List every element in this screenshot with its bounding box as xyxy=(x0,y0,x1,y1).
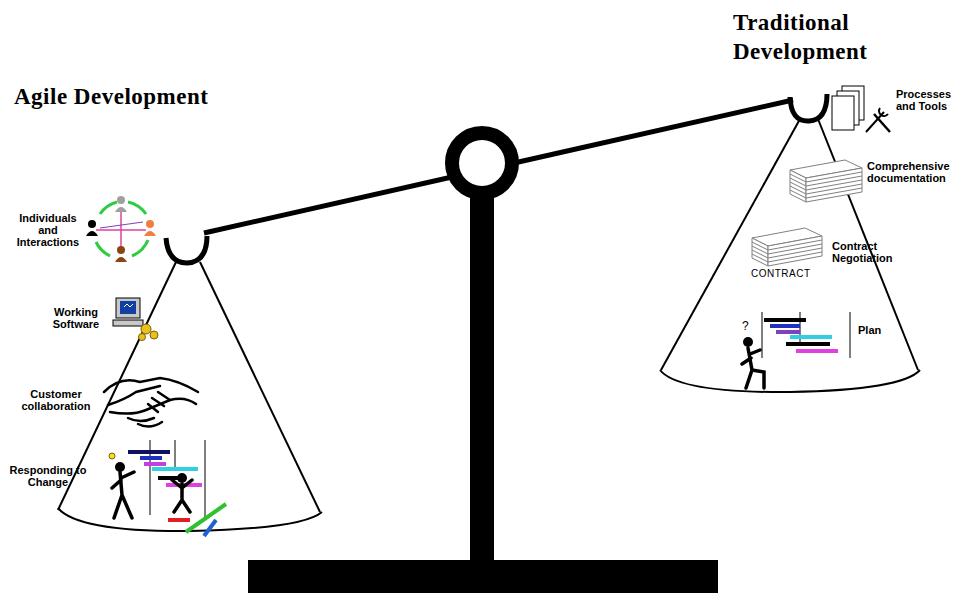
plan-gantt-icon xyxy=(742,312,850,388)
scale-beam xyxy=(204,100,793,233)
people-network-icon xyxy=(86,196,156,262)
item-label: Responding to Change xyxy=(8,464,88,488)
side-heading: Traditional Development xyxy=(733,8,933,66)
item-label: Comprehensive documentation xyxy=(867,160,965,184)
document-stack-icon xyxy=(790,160,862,202)
scale-pivot xyxy=(452,133,512,193)
right-hook xyxy=(790,94,827,121)
item-label: Customer collaboration xyxy=(8,388,104,412)
contract-stack-icon xyxy=(752,228,822,266)
scale-base xyxy=(248,560,718,593)
papers-tools-icon xyxy=(832,86,890,132)
item-label: Working Software xyxy=(44,306,108,330)
side-heading: Agile Development xyxy=(14,82,214,111)
item-label: Individuals and Interactions xyxy=(10,212,86,248)
left-hook xyxy=(166,236,207,263)
right-pan xyxy=(660,119,920,392)
question-mark: ? xyxy=(742,320,756,332)
contract-word: CONTRACT xyxy=(751,268,831,279)
item-label: Processes and Tools xyxy=(896,88,966,112)
item-label: Plan xyxy=(858,324,898,336)
agile-gantt-icon xyxy=(109,440,226,536)
item-label: Contract Negotiation xyxy=(832,240,912,264)
handshake-icon xyxy=(104,378,198,427)
left-pan xyxy=(58,262,322,531)
computer-icon xyxy=(113,298,158,341)
scale-stand xyxy=(470,190,494,562)
